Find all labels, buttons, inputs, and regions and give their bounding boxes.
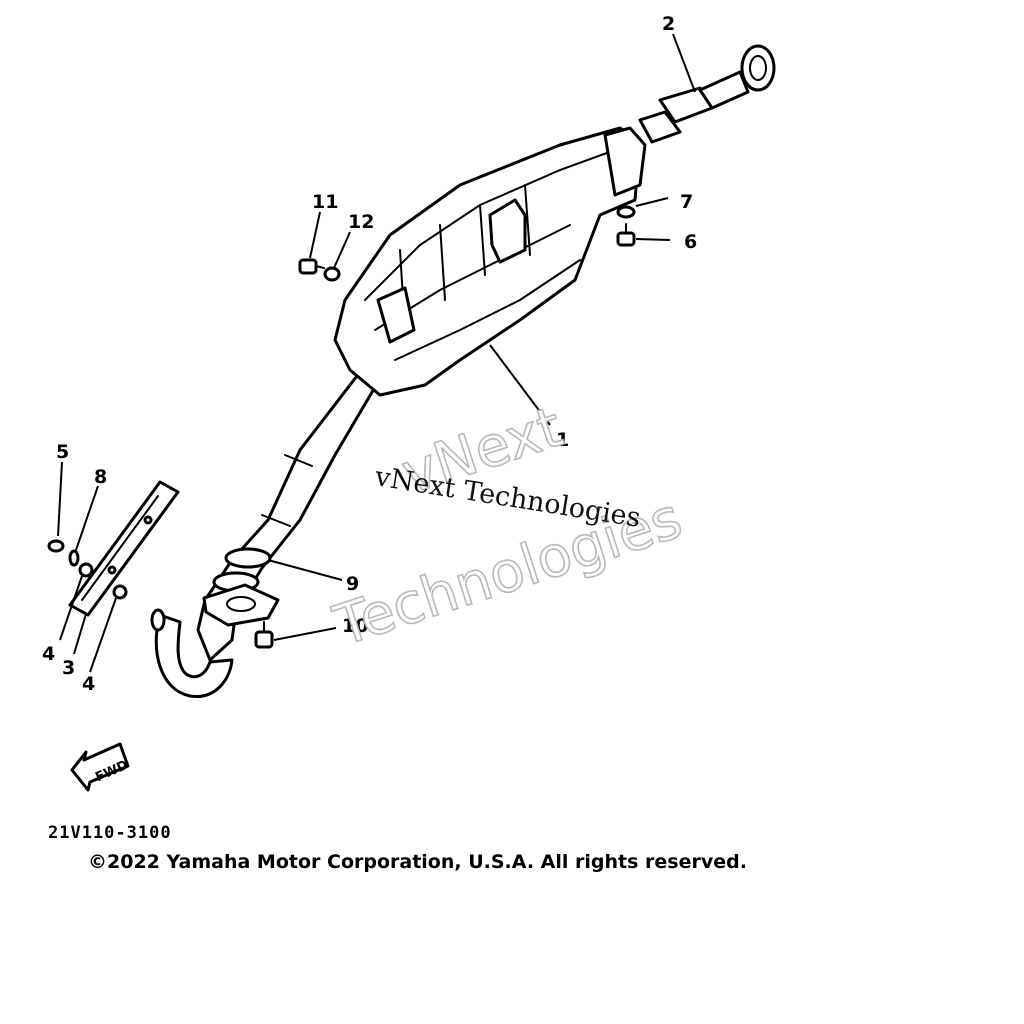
callout-10: 10 — [342, 615, 368, 637]
callout-4-right: 4 — [82, 673, 95, 695]
callout-7: 7 — [680, 191, 693, 213]
bolt-10 — [254, 621, 274, 649]
figure-code: 21V110-3100 — [48, 823, 172, 843]
nut-4 — [78, 562, 128, 600]
bolt-11 — [298, 258, 325, 275]
protector-3 — [68, 480, 180, 617]
callout-9: 9 — [346, 573, 359, 595]
callout-3: 3 — [62, 657, 75, 679]
screw-5 — [47, 539, 65, 553]
callout-8: 8 — [94, 466, 107, 488]
callout-12: 12 — [348, 211, 374, 233]
washer-7 — [616, 205, 636, 219]
callout-5: 5 — [56, 441, 69, 463]
washer-8 — [68, 549, 80, 567]
callout-4-left: 4 — [42, 643, 55, 665]
leader-lines — [57, 33, 696, 673]
copyright-notice: ©2022 Yamaha Motor Corporation, U.S.A. A… — [88, 851, 747, 873]
muffler — [333, 126, 647, 397]
callout-6: 6 — [684, 231, 697, 253]
bolt-6 — [616, 223, 636, 247]
callout-11: 11 — [312, 191, 338, 213]
tail-pipe — [638, 44, 776, 144]
washer-12 — [323, 266, 341, 282]
callout-2: 2 — [662, 13, 675, 35]
fwd-arrow-icon: FWD — [70, 742, 131, 792]
callout-1: 1 — [556, 429, 569, 451]
exhaust-flange — [202, 583, 280, 627]
